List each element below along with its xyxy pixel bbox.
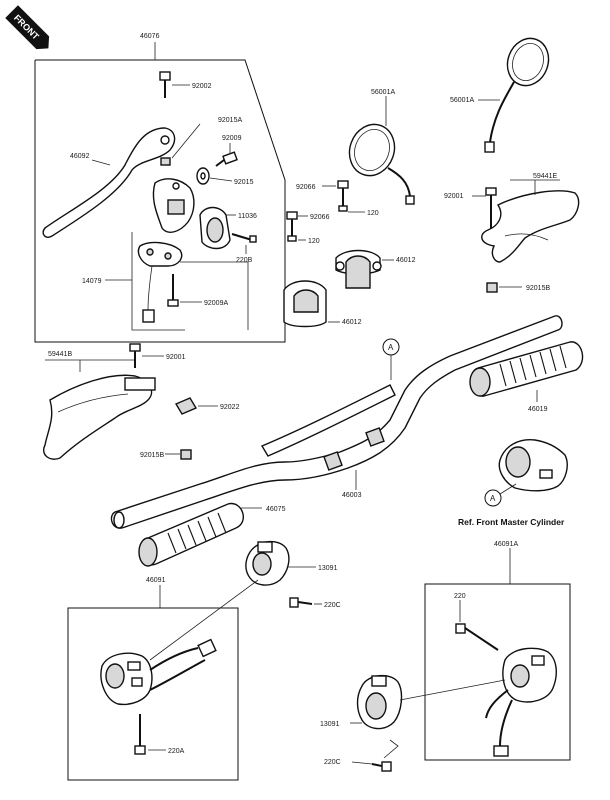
screw-220C-bottom (371, 761, 392, 772)
label-46091: 46091 (146, 577, 166, 584)
label-46012-upper: 46012 (396, 257, 416, 264)
hand-guard-59441E (481, 190, 580, 263)
label-92066-mid: 92066 (310, 214, 330, 221)
right-switch-46091A (485, 647, 557, 757)
bolt-92066-mid (286, 211, 298, 242)
mirror-left-56001A (348, 123, 415, 205)
screw-220A (134, 714, 146, 755)
label-92022: 92022 (220, 404, 240, 411)
upper-holder-46012 (335, 249, 382, 289)
clutch-lever-46092 (42, 127, 176, 238)
lever-assembly-frame (34, 42, 286, 343)
label-92001-left: 92001 (166, 354, 186, 361)
lower-holder-46012 (283, 280, 327, 328)
label-92001-right: 92001 (444, 193, 464, 200)
grip-46075 (138, 502, 245, 567)
label-92066-top: 92066 (296, 184, 316, 191)
screw-220C-top (289, 597, 313, 608)
label-59441E: 59441E (533, 173, 557, 180)
clip-92022 (174, 397, 198, 415)
lever-holder-bracket (152, 178, 195, 233)
label-92002: 92002 (192, 83, 212, 90)
label-92009A: 92009A (204, 300, 228, 307)
label-46012-lower: 46012 (342, 319, 362, 326)
marker-A-handlebar: A (382, 338, 400, 380)
label-120-mid: 120 (308, 238, 320, 245)
screw-92009A (167, 274, 179, 307)
label-13091-top: 13091 (318, 565, 338, 572)
label-59441B: 59441B (48, 351, 72, 358)
label-220B: 220B (236, 257, 253, 264)
ref-master-cylinder-label: Ref. Front Master Cylinder (458, 517, 565, 527)
marker-A-text-2: A (490, 494, 496, 503)
label-220C-bottom: 220C (324, 759, 341, 766)
label-46003: 46003 (342, 492, 362, 499)
label-46075: 46075 (266, 506, 286, 513)
marker-A-ref: A (484, 483, 517, 507)
label-220C-top: 220C (324, 602, 341, 609)
handlebar-46003 (110, 315, 563, 529)
hand-guard-59441B (43, 374, 156, 460)
switch-14079 (137, 241, 183, 323)
switch-box-46091-frame (67, 607, 239, 781)
label-46076: 46076 (140, 33, 160, 40)
label-220: 220 (454, 593, 466, 600)
bolt-92001-right (485, 187, 497, 232)
label-46092: 46092 (70, 153, 90, 160)
bolt-92066-top (337, 180, 349, 212)
screw-220 (455, 623, 499, 651)
label-92015: 92015 (234, 179, 254, 186)
label-46091A: 46091A (494, 541, 518, 548)
label-13091-bottom: 13091 (320, 721, 340, 728)
bolt-92001-left (129, 343, 141, 368)
screw-220B (231, 233, 257, 243)
mirror-right-56001A (484, 37, 550, 153)
clamp-11036 (199, 206, 231, 250)
switch-box-46091A-frame (424, 583, 571, 761)
label-92015B-right: 92015B (526, 285, 550, 292)
washer-92015 (196, 167, 210, 185)
marker-A-text-1: A (388, 343, 394, 352)
nut-92015B-left (180, 449, 192, 460)
nut-92015A (160, 157, 171, 166)
switch-housing-13091-bottom (356, 675, 403, 730)
label-11036: 11036 (238, 213, 257, 220)
label-92009: 92009 (222, 135, 242, 142)
label-56001A-left: 56001A (371, 89, 395, 96)
label-14079: 14079 (82, 278, 102, 285)
nut-92015B-right (486, 282, 498, 293)
bolt-92002 (159, 71, 171, 98)
front-master-cylinder-ref (498, 438, 568, 492)
grip-46019 (469, 341, 584, 397)
label-92015A: 92015A (218, 117, 242, 124)
label-46019: 46019 (528, 406, 548, 413)
label-56001A-right: 56001A (450, 97, 474, 104)
label-120-top: 120 (367, 210, 379, 217)
switch-housing-13091-top (245, 541, 290, 586)
label-92015B-left: 92015B (140, 452, 164, 459)
screw-92009 (215, 151, 238, 167)
left-switch-46091 (100, 638, 217, 706)
front-badge: FRONT (5, 5, 50, 50)
label-220A: 220A (168, 748, 185, 755)
